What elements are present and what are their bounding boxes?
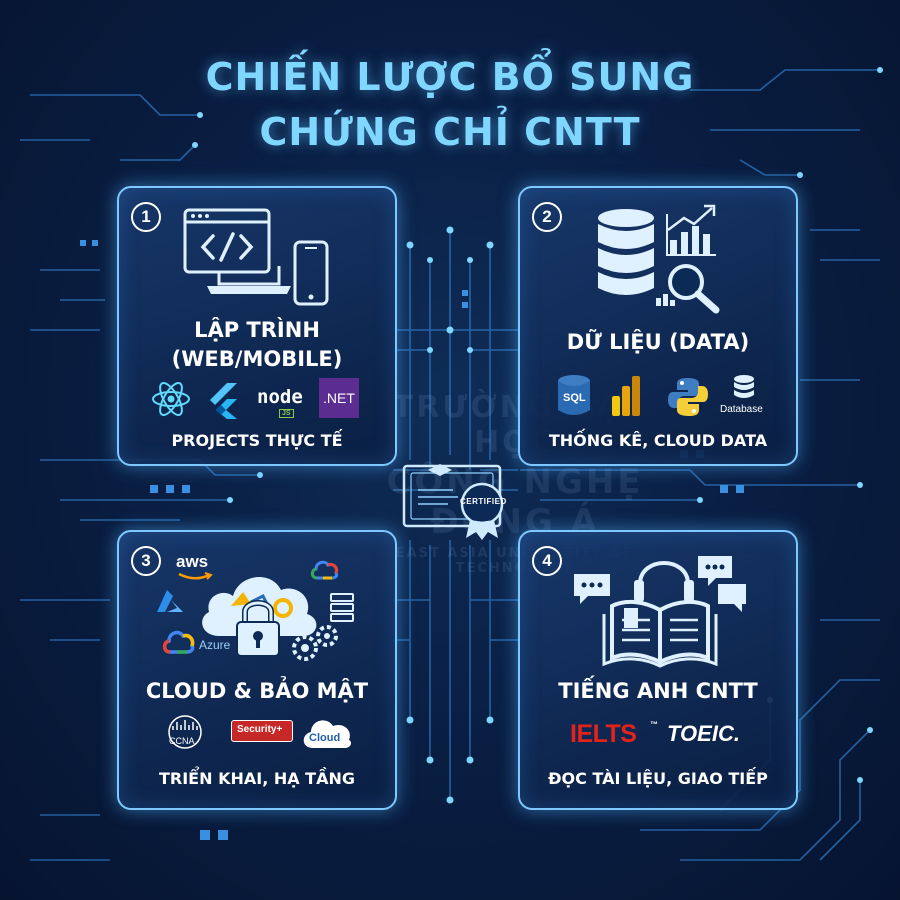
database-icon	[598, 204, 720, 314]
card-number: 2	[532, 202, 562, 232]
certified-badge-text: CERTIFIED	[460, 497, 507, 506]
powerbi-icon	[612, 376, 640, 416]
nodejs-icon: node	[257, 386, 303, 408]
sql-icon	[558, 375, 590, 415]
server-icon	[330, 593, 354, 622]
card-subtitle: PROJECTS THỰC TẾ	[171, 431, 343, 450]
azure-label: Azure	[199, 638, 231, 652]
card-data[interactable]: 2 DỮ LIỆU (DATA) SQL	[518, 186, 798, 466]
cloud-cert-icon	[303, 720, 352, 748]
google-cloud-icon-2	[162, 630, 195, 654]
card-title: TIẾNG ANH CNTT	[558, 679, 758, 703]
azure-icon	[157, 590, 183, 612]
python-icon	[668, 378, 708, 416]
open-book-icon	[574, 556, 746, 668]
card-number: 4	[532, 546, 562, 576]
ielts-logo: IELTS	[570, 720, 637, 748]
toeic-logo: TOEIC.	[667, 721, 740, 746]
card-title-line2: (WEB/MOBILE)	[171, 347, 343, 371]
card-cloud-security[interactable]: 3 aws	[117, 530, 397, 810]
card-subtitle: TRIỂN KHAI, HẠ TẦNG	[158, 769, 355, 788]
database-small-icon	[734, 375, 754, 398]
card-english[interactable]: 4 TIẾNG ANH CNTT IELTS ™ TOEIC. ĐỌC TÀI …	[518, 530, 798, 810]
card-subtitle: ĐỌC TÀI LIỆU, GIAO TIẾP	[548, 769, 768, 788]
gears-icon	[292, 625, 338, 661]
security-plus-badge: Security+	[231, 720, 293, 742]
code-window-icon	[183, 208, 329, 306]
aws-smile-icon	[178, 572, 213, 580]
card-title-line1: LẬP TRÌNH	[194, 318, 320, 342]
dotnet-label: .NET	[323, 390, 355, 406]
cisco-icon	[168, 715, 202, 749]
card-programming[interactable]: 1 LẬP TRÌNH (WEB/MOBILE) node JS .NET PR…	[117, 186, 397, 466]
card-title: DỮ LIỆU (DATA)	[566, 330, 750, 354]
card-number: 3	[131, 546, 161, 576]
page-title-line2: CHỨNG CHỈ CNTT	[259, 110, 641, 154]
cloud-cert-label: Cloud	[309, 732, 341, 744]
ielts-trademark: ™	[650, 720, 658, 729]
dotnet-icon: .NET	[319, 378, 359, 418]
card-subtitle: THỐNG KÊ, CLOUD DATA	[548, 431, 768, 450]
aws-logo: aws	[176, 552, 209, 571]
padlock-icon	[236, 600, 280, 657]
google-cloud-icon	[310, 560, 339, 580]
card-number: 1	[131, 202, 161, 232]
react-icon	[152, 382, 190, 416]
card-title: CLOUD & BẢO MẬT	[145, 679, 369, 703]
flutter-icon	[210, 383, 237, 419]
certificate-icon	[402, 464, 504, 540]
sql-label: SQL	[563, 392, 586, 404]
nodejs-js-badge: JS	[279, 409, 294, 418]
page-title-line1: CHIẾN LƯỢC BỔ SUNG	[205, 55, 695, 99]
security-plus-label: Security+	[237, 724, 283, 735]
database-label: Database	[720, 404, 763, 415]
ccna-label: CCNA	[169, 736, 195, 746]
